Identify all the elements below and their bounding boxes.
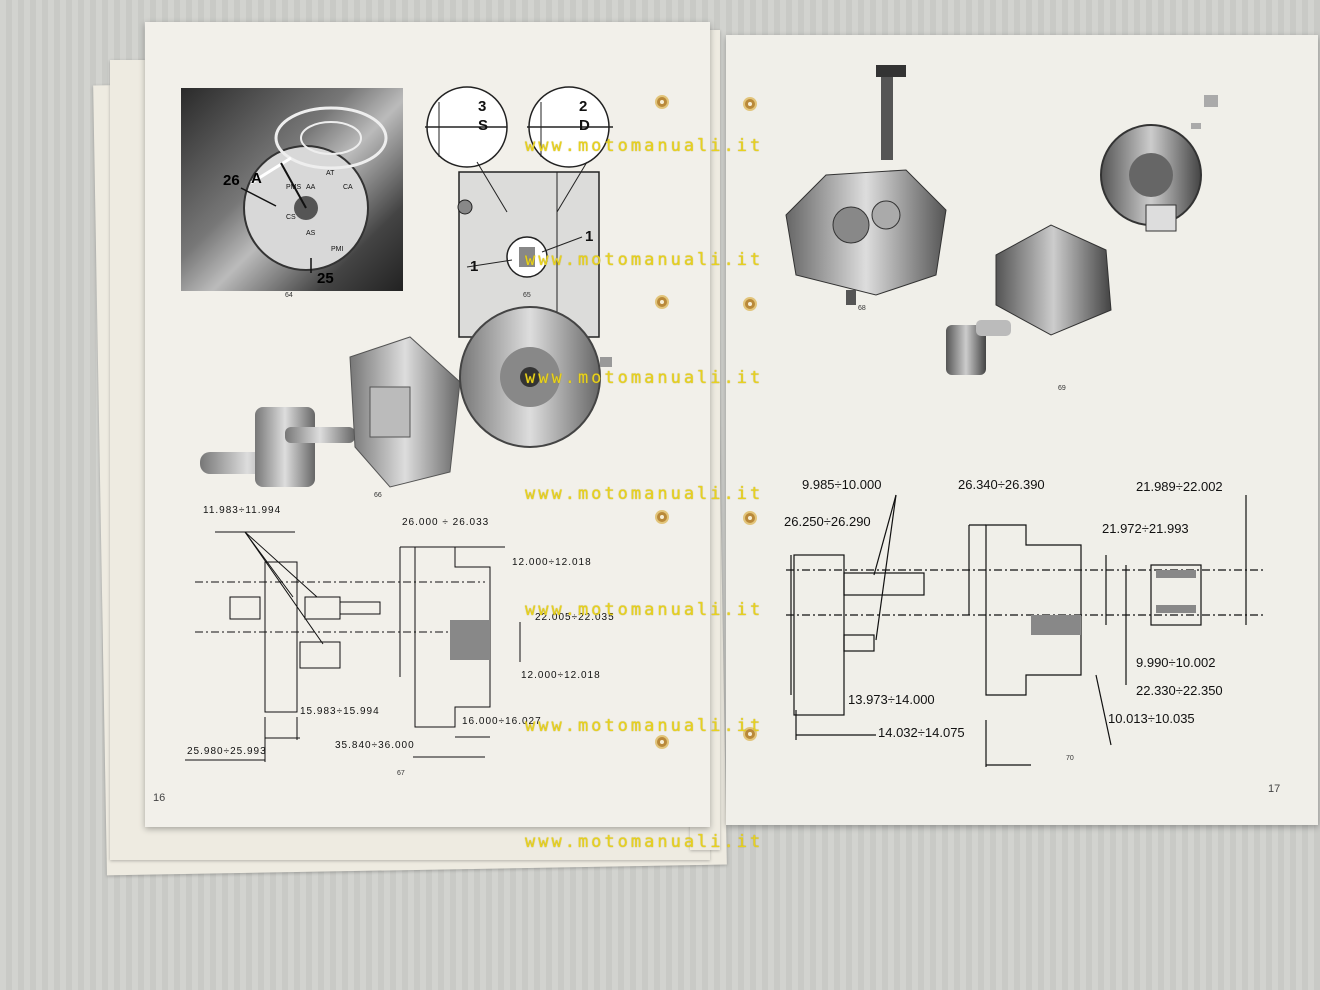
fig67-caption: 67 — [397, 770, 405, 777]
fig65-label-3: 3 — [478, 98, 487, 115]
dial-mark: AT — [326, 170, 335, 177]
binder-hole — [743, 727, 757, 741]
fig65-drawing — [425, 86, 613, 338]
fig64-photo: 26 A 25 PMS PMI AA AS CA CS AT — [181, 88, 403, 291]
fig70-dim-d1: 9.985÷10.000 — [802, 477, 882, 492]
fig70-dim-d5: 21.972÷21.993 — [1102, 521, 1189, 536]
watermark-text: www.motomanuali.it — [525, 832, 764, 852]
fig67-dim-d5: 12.000÷12.018 — [521, 670, 601, 681]
binder-hole — [655, 735, 669, 749]
fig70-dim-d2: 26.340÷26.390 — [958, 477, 1045, 492]
fig70-dim-d8: 13.973÷14.000 — [848, 692, 935, 707]
fig67-dim-d7: 16.000÷16.027 — [462, 716, 542, 727]
dial-mark: AA — [306, 184, 316, 191]
fig66-caption: 66 — [374, 492, 382, 499]
fig65-caption: 65 — [523, 292, 531, 299]
dial-mark: PMI — [331, 246, 344, 253]
fig67-dim-d9: 25.980÷25.993 — [187, 746, 267, 757]
binder-hole — [743, 97, 757, 111]
binder-hole — [655, 295, 669, 309]
fig65-label-1-right: 1 — [585, 228, 594, 245]
watermark-text: www.motomanuali.it — [525, 250, 764, 270]
right-page-number: 17 — [1268, 783, 1281, 795]
watermark-text: www.motomanuali.it — [525, 716, 764, 736]
fig70-drawing — [786, 494, 1266, 767]
fig64-caption: 64 — [285, 292, 293, 299]
fig64-label-26: 26 — [223, 172, 240, 189]
watermark-text: www.motomanuali.it — [525, 368, 764, 388]
fig70-dim-d7: 22.330÷22.350 — [1136, 683, 1223, 698]
right-page: 68 69 — [726, 35, 1318, 825]
fig67-dim-d3: 12.000÷12.018 — [512, 557, 592, 568]
fig64-label-25: 25 — [317, 270, 334, 287]
dial-mark: CS — [286, 214, 296, 221]
left-page: 26 A 25 PMS PMI AA AS CA CS AT 64 3 S 2 … — [145, 22, 710, 827]
fig68-caption: 68 — [858, 305, 866, 312]
fig67-drawing — [185, 531, 521, 762]
fig66-drawing — [200, 306, 612, 488]
fig68-drawing — [785, 65, 947, 305]
fig67-dim-d4: 22.005÷22.035 — [535, 612, 615, 623]
binder-hole — [655, 95, 669, 109]
watermark-text: www.motomanuali.it — [525, 484, 764, 504]
fig69-caption: 69 — [1058, 385, 1066, 392]
fig67-dim-d1: 11.983÷11.994 — [203, 505, 282, 516]
fig65-label-s: S — [478, 117, 489, 134]
watermark-text: www.motomanuali.it — [525, 600, 764, 620]
timing-dial-drawing — [240, 106, 388, 273]
fig65-label-2: 2 — [579, 98, 588, 115]
watermark-text: www.motomanuali.it — [525, 136, 764, 156]
left-page-number: 16 — [153, 792, 166, 804]
fig70-dim-d10: 14.032÷14.075 — [878, 725, 965, 740]
fig70-dim-d3: 21.989÷22.002 — [1136, 479, 1223, 494]
fig70-dim-d9: 10.013÷10.035 — [1108, 711, 1195, 726]
fig67-dim-d6: 15.983÷15.994 — [300, 706, 380, 717]
fig67-dim-d2: 26.000 ÷ 26.033 — [402, 517, 490, 528]
dial-mark: AS — [306, 230, 316, 237]
fig70-caption: 70 — [1066, 755, 1074, 762]
binder-hole — [743, 297, 757, 311]
binder-hole — [743, 511, 757, 525]
fig70-dim-d6: 9.990÷10.002 — [1136, 655, 1216, 670]
fig64-label-a: A — [251, 170, 262, 187]
fig69-drawing — [946, 95, 1218, 375]
binder-hole — [655, 510, 669, 524]
fig65-label-1-left: 1 — [470, 258, 479, 275]
dial-mark: CA — [343, 184, 353, 191]
dial-mark: PMS — [286, 184, 302, 191]
fig70-dim-d4: 26.250÷26.290 — [784, 514, 871, 529]
fig65-label-d: D — [579, 117, 590, 134]
fig67-dim-d8: 35.840÷36.000 — [335, 740, 415, 751]
